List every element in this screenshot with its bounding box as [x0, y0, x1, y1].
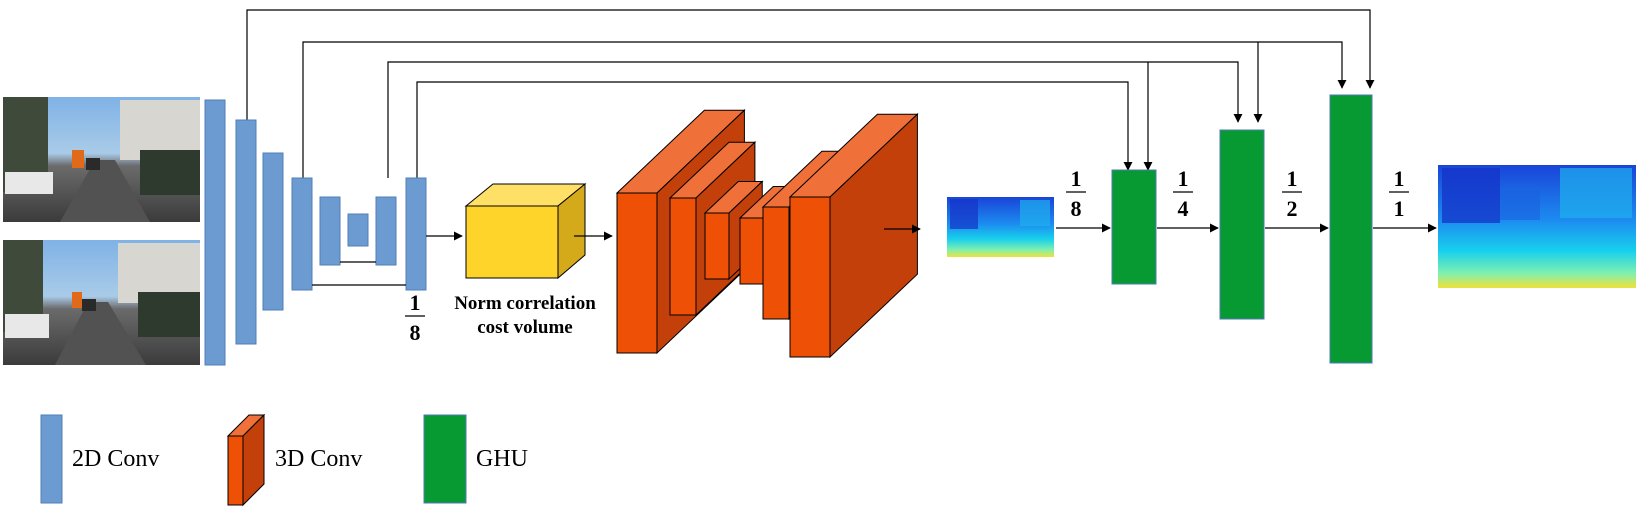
skip-line-1 — [246, 9, 1375, 120]
stage-label-1-2: 1 2 — [1282, 166, 1302, 221]
stage-label-1-8: 1 8 — [1066, 166, 1086, 221]
legend-label-2d-conv: 2D Conv — [72, 446, 159, 472]
legend-label-3d-conv: 3D Conv — [275, 446, 362, 472]
skip-line-2 — [302, 41, 1347, 178]
conv2d-layer — [375, 196, 397, 266]
skip-line-4 — [416, 81, 1133, 178]
svg-text:2: 2 — [1287, 196, 1298, 221]
ghu-block-3 — [1329, 94, 1373, 364]
skip-connections — [246, 9, 1375, 178]
ghu-block-2 — [1219, 129, 1265, 320]
low-res-disparity-map — [947, 197, 1054, 257]
legend-label-ghu: GHU — [476, 446, 528, 472]
cube-front — [465, 205, 559, 279]
conv2d-layer — [204, 99, 226, 366]
svg-text:1: 1 — [1287, 166, 1298, 191]
output-disparity-map — [1438, 165, 1636, 288]
stereo-right-image — [3, 240, 200, 365]
scale-numerator: 1 — [410, 290, 421, 315]
conv2d-layer — [347, 213, 369, 247]
encoder-2d-conv — [204, 99, 427, 366]
cost-volume-cube — [464, 182, 587, 280]
conv3d-stack — [615, 109, 919, 359]
conv2d-layer — [235, 119, 257, 345]
svg-text:1: 1 — [1178, 166, 1189, 191]
ghu-block-1 — [1111, 169, 1157, 285]
stage-label-1-1: 1 1 — [1389, 166, 1409, 221]
stereo-left-image — [3, 97, 200, 222]
legend-swatch-2d-conv — [40, 414, 63, 504]
conv3d-block-6 — [788, 113, 919, 359]
conv2d-layer — [319, 196, 341, 266]
conv2d-layer — [405, 177, 427, 291]
scale-denominator: 8 — [410, 320, 421, 345]
skip-line-3 — [387, 61, 1243, 178]
cost-volume-caption: Norm correlation cost volume — [454, 293, 596, 338]
legend: 2D Conv 3D Conv GHU — [40, 413, 528, 507]
conv2d-layer — [291, 177, 313, 291]
svg-text:1: 1 — [1394, 166, 1405, 191]
encoder-scale-label: 1 8 — [405, 290, 425, 345]
encoder-internal-lines — [312, 261, 406, 286]
caption-line-1: Norm correlation — [454, 293, 596, 314]
legend-swatch-3d-conv — [226, 413, 266, 507]
caption-line-2: cost volume — [477, 317, 573, 338]
svg-text:1: 1 — [1071, 166, 1082, 191]
stage-label-1-4: 1 4 — [1173, 166, 1193, 221]
svg-text:1: 1 — [1394, 196, 1405, 221]
svg-text:8: 8 — [1071, 196, 1082, 221]
conv2d-layer — [262, 152, 284, 311]
svg-text:4: 4 — [1178, 196, 1189, 221]
legend-swatch-ghu — [423, 414, 467, 504]
